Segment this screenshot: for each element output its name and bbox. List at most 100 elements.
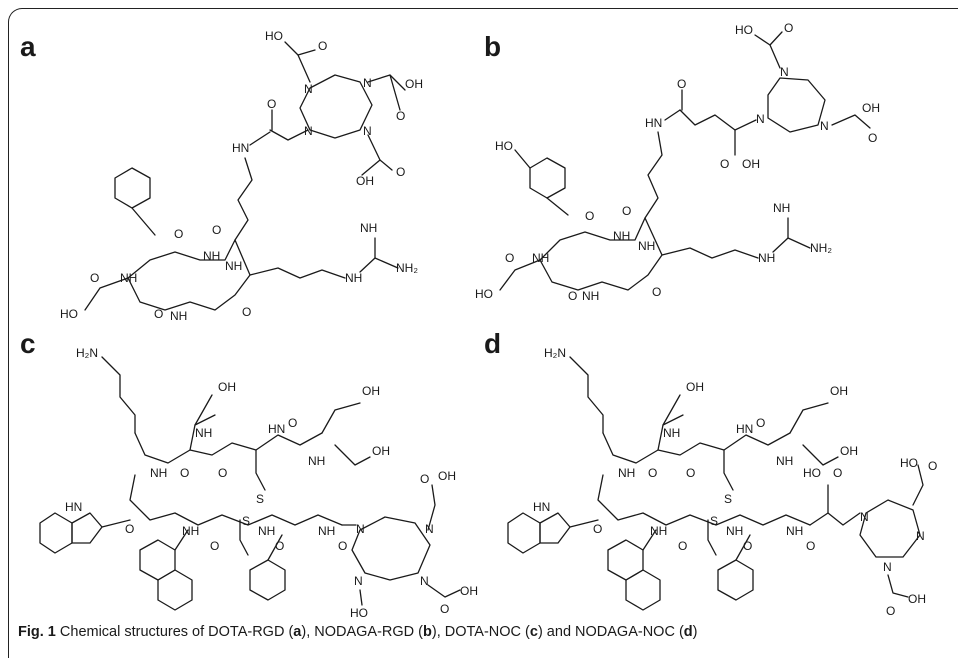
atom-label: HO <box>60 307 78 321</box>
atom-label: O <box>210 539 219 553</box>
bond <box>234 157 253 241</box>
atom-label: HO <box>495 139 513 153</box>
atom-label: O <box>420 472 429 486</box>
atom-label: OH <box>830 384 848 398</box>
atom-label: N <box>916 529 925 543</box>
atom-label: HO <box>475 287 493 301</box>
caption-text: ) and NODAGA-NOC ( <box>537 624 684 640</box>
atom-label: OH <box>840 444 858 458</box>
atom-label: HO <box>803 466 821 480</box>
bond <box>267 534 283 561</box>
atom-label: OH <box>218 380 236 394</box>
atom-label: O <box>720 157 729 171</box>
bond <box>754 34 781 69</box>
bond <box>299 74 373 139</box>
atom-label: N <box>363 76 372 90</box>
atom-label: O <box>275 539 284 553</box>
atom-label: N <box>883 560 892 574</box>
atom-label: NH <box>182 524 199 538</box>
bond <box>131 207 156 236</box>
bond <box>139 539 176 581</box>
bond <box>239 519 249 556</box>
atom-label: N <box>304 124 313 138</box>
bond <box>427 484 436 531</box>
atom-label: O <box>396 165 405 179</box>
bond <box>129 474 343 526</box>
bond <box>249 559 286 601</box>
bond <box>662 394 681 426</box>
atom-label: O <box>784 21 793 35</box>
atom-label: NH <box>195 426 212 440</box>
bond <box>134 432 323 464</box>
atom-label: O <box>648 466 657 480</box>
bond <box>802 444 839 466</box>
atom-label: O <box>267 97 276 111</box>
atom-label: O <box>90 271 99 285</box>
panel-label-d: d <box>484 328 502 359</box>
atom-label: O <box>180 466 189 480</box>
atom-label: O <box>593 522 602 536</box>
atom-label: NH <box>773 201 790 215</box>
bond <box>642 529 657 551</box>
atom-label: OH <box>460 584 478 598</box>
atom-label: OH <box>862 101 880 115</box>
bond <box>359 237 376 273</box>
atom-label: S <box>256 492 264 506</box>
bond <box>735 534 751 561</box>
atom-label: NH <box>786 524 803 538</box>
atom-label: NH <box>758 251 775 265</box>
caption-ref-a: a <box>293 624 302 640</box>
bond <box>602 432 791 464</box>
atom-label: NH <box>360 221 377 235</box>
bond <box>679 109 757 131</box>
bond <box>101 356 136 434</box>
atom-label: NH₂ <box>810 241 832 255</box>
bond <box>507 512 541 554</box>
atom-label: O <box>154 307 163 321</box>
atom-label: NH <box>170 309 187 323</box>
bond <box>887 574 909 598</box>
bond <box>389 74 401 111</box>
atom-label: OH <box>438 469 456 483</box>
bond <box>859 499 921 558</box>
atom-label: HN <box>232 141 249 155</box>
atom-label: O <box>652 285 661 299</box>
atom-label: O <box>686 466 695 480</box>
atom-label: NH <box>663 426 680 440</box>
bond <box>284 41 311 83</box>
atom-label: N <box>363 124 372 138</box>
bond <box>351 516 431 581</box>
atom-label: OH <box>686 380 704 394</box>
atom-label: N <box>425 522 434 536</box>
structure-dota-noc: H₂N NH NH HN NH O O O OH OH OH S S O NH … <box>20 335 480 620</box>
caption-ref-b: b <box>423 624 432 640</box>
bond <box>787 237 811 249</box>
bond <box>809 512 861 526</box>
atom-label: NH <box>613 229 630 243</box>
atom-label: O <box>622 204 631 218</box>
atom-label: NH <box>345 271 362 285</box>
bond <box>772 217 789 253</box>
bond <box>359 589 363 606</box>
panel-label-a: a <box>20 31 36 62</box>
bond <box>789 402 829 434</box>
bond <box>71 512 103 544</box>
bond <box>367 134 393 171</box>
atom-label: NH <box>638 239 655 253</box>
atom-label: NH <box>618 466 635 480</box>
bond <box>664 109 681 121</box>
atom-label: OH <box>362 384 380 398</box>
caption-text: ), NODAGA-RGD ( <box>301 624 424 640</box>
bond <box>361 159 381 176</box>
atom-label: O <box>242 305 251 319</box>
bond <box>569 356 604 434</box>
caption-ref-c: c <box>529 624 538 640</box>
atom-label: OH <box>405 77 423 91</box>
atom-label: NH <box>150 466 167 480</box>
bond <box>767 77 826 133</box>
bond <box>157 569 193 611</box>
atom-label: O <box>125 522 134 536</box>
atom-label: N <box>820 119 829 133</box>
atom-label: OH <box>908 592 926 606</box>
atom-label: O <box>440 602 449 616</box>
